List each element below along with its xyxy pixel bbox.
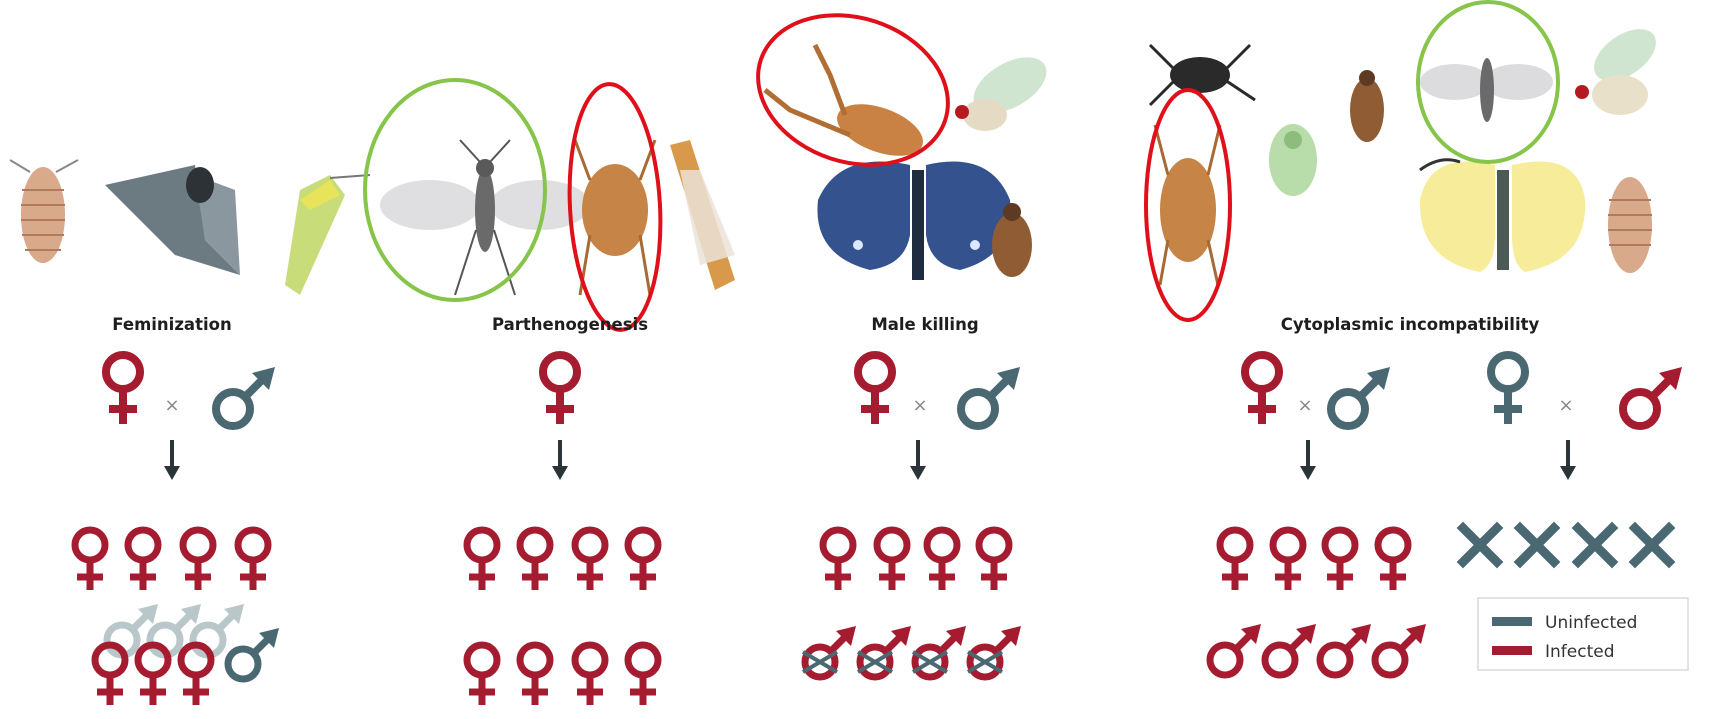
no-offspring-mark xyxy=(1635,528,1669,562)
ci-incompatible-no-offspring xyxy=(1463,528,1669,562)
male-killing-offspring-row1 xyxy=(823,530,1009,590)
moth-icon xyxy=(105,165,240,275)
ci-compatible-offspring-row1 xyxy=(1220,530,1408,590)
parent-male-uninfected xyxy=(961,367,1020,426)
down-arrow xyxy=(1300,440,1316,480)
offspring-female-infected xyxy=(628,645,658,705)
mite-icon xyxy=(575,140,655,295)
offspring-male-uninfected xyxy=(228,628,279,679)
offspring-female-infected xyxy=(877,530,907,590)
parthenogenesis-offspring-row2 xyxy=(467,645,658,705)
offspring-female-infected xyxy=(75,530,105,590)
parthenogenesis-offspring-row1 xyxy=(467,530,658,590)
thrips-icon xyxy=(670,140,735,290)
cross-symbol: × xyxy=(164,395,179,416)
panel-title-cytoplasmic-incompatibility: Cytoplasmic incompatibility xyxy=(1281,315,1540,334)
mite-icon-2 xyxy=(1155,125,1220,285)
woodlouse-icon xyxy=(10,160,78,263)
aphid-icon xyxy=(1269,124,1317,196)
down-arrow xyxy=(552,440,568,480)
offspring-female-infected xyxy=(467,530,497,590)
beetle-icon-2 xyxy=(1350,70,1384,142)
offspring-female-infected xyxy=(520,645,550,705)
offspring-female-infected xyxy=(1220,530,1250,590)
offspring-female-infected xyxy=(467,645,497,705)
legend: Uninfected Infected xyxy=(1478,598,1688,670)
parthenogenesis-cross xyxy=(543,355,577,480)
cross-symbol: × xyxy=(912,395,927,416)
offspring-male-infected xyxy=(1265,624,1316,675)
fruit-fly-icon-2 xyxy=(1575,19,1665,115)
ci-cross-incompatible: × xyxy=(1491,355,1682,480)
offspring-male-infected xyxy=(1375,624,1426,675)
feminization-offspring-row2 xyxy=(95,604,279,705)
offspring-female-infected xyxy=(575,645,605,705)
cross-symbol: × xyxy=(1297,395,1312,416)
butterfly-icon xyxy=(817,162,1010,280)
legend-label-uninfected: Uninfected xyxy=(1545,613,1637,633)
panel-title-parthenogenesis: Parthenogenesis xyxy=(492,315,648,334)
ci-cross-compatible: × xyxy=(1245,355,1390,480)
panel-title-feminization: Feminization xyxy=(112,315,231,334)
offspring-female-infected xyxy=(979,530,1009,590)
offspring-female-infected xyxy=(927,530,957,590)
offspring-female-infected xyxy=(238,530,268,590)
offspring-female-infected xyxy=(823,530,853,590)
down-arrow xyxy=(910,440,926,480)
no-offspring-mark xyxy=(1578,528,1612,562)
male-killing-cross: × xyxy=(858,355,1020,480)
panel-title-male-killing: Male killing xyxy=(871,315,978,334)
offspring-female-infected xyxy=(1325,530,1355,590)
woodlouse-icon-2 xyxy=(1608,177,1652,273)
no-offspring-mark xyxy=(1463,528,1497,562)
down-arrow xyxy=(164,440,180,480)
wasp-icon-2 xyxy=(1420,58,1553,122)
parent-female-infected xyxy=(858,355,892,424)
parent-female-infected xyxy=(1245,355,1279,424)
offspring-female-infected xyxy=(1273,530,1303,590)
parent-male-uninfected xyxy=(1331,367,1390,426)
feminization-cross: × xyxy=(106,355,275,480)
offspring-male-infected xyxy=(1210,624,1261,675)
legend-swatch-uninfected xyxy=(1492,617,1532,626)
pseudoscorpion-icon xyxy=(765,45,930,166)
leafhopper-icon xyxy=(285,175,370,295)
offspring-female-infected xyxy=(183,530,213,590)
offspring-male-infected xyxy=(1320,624,1371,675)
offspring-female-infected xyxy=(628,530,658,590)
offspring-female-infected xyxy=(1378,530,1408,590)
wasp-icon xyxy=(380,140,590,295)
butterfly-icon-2 xyxy=(1420,160,1585,272)
no-offspring-mark xyxy=(1520,528,1554,562)
down-arrow xyxy=(1560,440,1576,480)
cross-symbol: × xyxy=(1558,395,1573,416)
offspring-female-infected xyxy=(520,530,550,590)
feminization-offspring-row1 xyxy=(75,530,268,590)
offspring-female-infected xyxy=(128,530,158,590)
fruit-fly-icon xyxy=(955,46,1056,131)
ci-compatible-offspring-row2 xyxy=(1210,624,1426,675)
parent-male-uninfected xyxy=(216,367,275,426)
parent-female-infected xyxy=(106,355,140,424)
parent-male-infected xyxy=(1623,367,1682,426)
male-killing-offspring-row2 xyxy=(803,626,1021,677)
parent-female-infected xyxy=(543,355,577,424)
legend-swatch-infected xyxy=(1492,646,1532,655)
offspring-female-infected xyxy=(575,530,605,590)
legend-label-infected: Infected xyxy=(1545,642,1615,662)
parent-female-uninfected xyxy=(1491,355,1525,424)
